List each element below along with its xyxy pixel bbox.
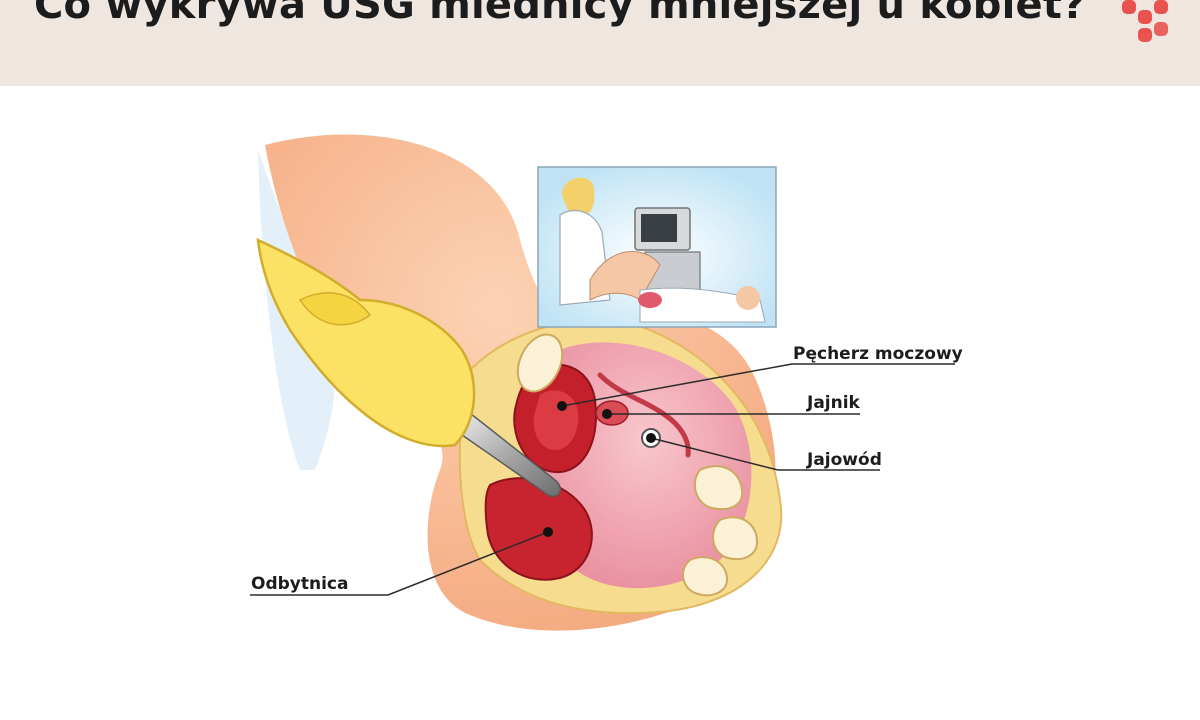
medical-cross-dots-icon [1122, 0, 1168, 42]
callout-dots [543, 401, 656, 537]
label-fallopian-tube: Jajowód [806, 450, 882, 470]
label-ovary: Jajnik [806, 393, 861, 413]
inset-exam-illustration [537, 166, 777, 328]
doctor-hair [561, 177, 595, 216]
sacrum-vertebrae [682, 465, 759, 597]
dot-tube [646, 433, 656, 443]
dot-rectum [543, 527, 553, 537]
ovary-organ [595, 400, 629, 426]
dot-bladder [557, 401, 567, 411]
gloved-hand [256, 237, 476, 448]
patient-pelvis-highlight [638, 292, 662, 308]
pelvic-ultrasound-diagram: Pęcherz moczowy Jajnik Jajowód Odbytnica [250, 134, 963, 631]
leader-tube [650, 437, 880, 471]
fallopian-tube-organ [597, 372, 691, 458]
patient-legs [589, 251, 661, 301]
dot-ovary [602, 409, 612, 419]
header-bar: Co wykrywa USG miednicy mniejszej u kobi… [0, 0, 1200, 86]
leader-lines [250, 363, 955, 596]
label-bladder: Pęcherz moczowy [793, 344, 963, 364]
ultrasound-probe [454, 408, 562, 497]
label-rectum: Odbytnica [251, 574, 348, 594]
pubic-bone [516, 333, 564, 393]
glove-cuff [298, 292, 372, 326]
patient-body [639, 287, 766, 323]
leader-rectum [250, 531, 549, 596]
leader-bladder [561, 363, 955, 407]
patient-head [736, 286, 760, 310]
page-title: Co wykrywa USG miednicy mniejszej u kobi… [34, 0, 1086, 28]
